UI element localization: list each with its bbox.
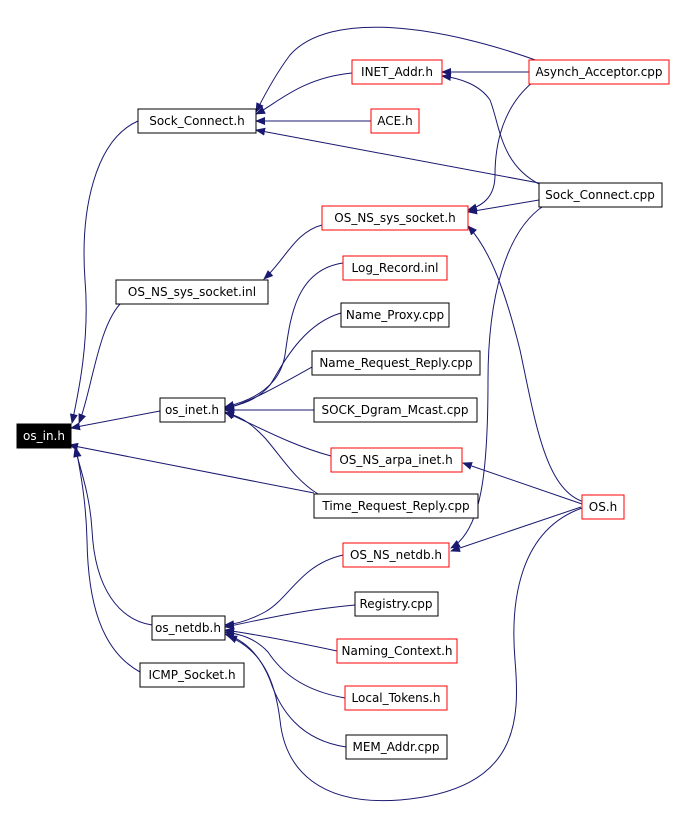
node-sock-connect-h-label: Sock_Connect.h	[149, 114, 245, 128]
edge-os-ns-sys-socket-inl-to-os-in	[78, 301, 123, 424]
node-name-request-reply-label: Name_Request_Reply.cpp	[319, 356, 472, 370]
node-asynch-acceptor-label: Asynch_Acceptor.cpp	[535, 65, 662, 79]
edge-os-ns-sys-socket-h-to-inl	[263, 224, 323, 280]
edge-sock-connect-cpp-to-inet-addr	[441, 73, 542, 186]
node-sock-dgram-mcast-label: SOCK_Dgram_Mcast.cpp	[321, 403, 468, 417]
node-time-request-reply-label: Time_Request_Reply.cpp	[321, 499, 469, 513]
node-os-h[interactable]: OS.h	[581, 494, 625, 520]
node-asynch-acceptor[interactable]: Asynch_Acceptor.cpp	[528, 59, 670, 85]
node-time-request-reply[interactable]: Time_Request_Reply.cpp	[313, 493, 479, 519]
edge-sock-connect-cpp-to-sock-connect-h	[255, 127, 540, 184]
node-sock-dgram-mcast[interactable]: SOCK_Dgram_Mcast.cpp	[313, 397, 478, 423]
node-os-ns-sys-socket-inl[interactable]: OS_NS_sys_socket.inl	[115, 279, 269, 305]
nodes: os_in.h Sock_Connect.h INET_Addr.h ACE.h…	[16, 59, 670, 760]
node-os-ns-sys-socket-h[interactable]: OS_NS_sys_socket.h	[321, 205, 469, 231]
node-log-record-label: Log_Record.inl	[352, 261, 439, 275]
edge-registry-to-os-netdb	[224, 604, 356, 630]
node-name-request-reply[interactable]: Name_Request_Reply.cpp	[311, 350, 481, 376]
edge-icmp-socket-to-os-in	[73, 447, 141, 673]
edge-mem-addr-to-os-netdb	[224, 632, 347, 748]
node-os-ns-sys-socket-inl-label: OS_NS_sys_socket.inl	[128, 285, 256, 299]
node-icmp-socket[interactable]: ICMP_Socket.h	[139, 662, 245, 688]
node-os-in-label: os_in.h	[23, 429, 65, 443]
node-sock-connect-cpp[interactable]: Sock_Connect.cpp	[538, 182, 663, 208]
node-sock-connect-h[interactable]: Sock_Connect.h	[137, 108, 257, 134]
edge-local-tokens-to-os-netdb	[224, 629, 346, 699]
edge-os-inet-to-os-in	[70, 410, 161, 431]
node-inet-addr-label: INET_Addr.h	[361, 65, 433, 79]
edge-asynch-acceptor-to-sock-connect-h	[255, 26, 542, 113]
edge-os-ns-netdb-to-os-netdb	[224, 554, 344, 629]
node-os-ns-arpa-inet-label: OS_NS_arpa_inet.h	[339, 453, 452, 467]
edge-os-h-to-os-ns-arpa-inet	[462, 462, 583, 505]
edge-log-record-to-os-inet	[224, 262, 344, 409]
node-local-tokens[interactable]: Local_Tokens.h	[344, 685, 448, 711]
node-mem-addr[interactable]: MEM_Addr.cpp	[345, 734, 448, 760]
node-os-h-label: OS.h	[589, 500, 617, 514]
node-mem-addr-label: MEM_Addr.cpp	[353, 740, 440, 754]
node-os-netdb[interactable]: os_netdb.h	[151, 615, 226, 641]
node-sock-connect-cpp-label: Sock_Connect.cpp	[545, 188, 655, 202]
edge-name-request-reply-to-os-inet	[224, 366, 313, 411]
node-os-ns-netdb[interactable]: OS_NS_netdb.h	[342, 542, 450, 568]
node-os-in[interactable]: os_in.h	[16, 423, 72, 449]
edges	[68, 26, 585, 802]
node-os-ns-arpa-inet[interactable]: OS_NS_arpa_inet.h	[330, 447, 463, 473]
node-ace[interactable]: ACE.h	[370, 108, 420, 134]
edge-inet-addr-to-sock-connect-h	[255, 72, 353, 115]
edge-os-h-to-os-ns-netdb	[450, 506, 582, 552]
edge-os-ns-arpa-inet-to-os-inet	[224, 411, 332, 457]
node-naming-context-label: Naming_Context.h	[341, 644, 452, 658]
node-inet-addr[interactable]: INET_Addr.h	[351, 59, 443, 85]
edge-sock-connect-h-to-os-in	[69, 120, 139, 424]
node-naming-context[interactable]: Naming_Context.h	[336, 638, 458, 664]
node-os-inet[interactable]: os_inet.h	[159, 397, 226, 423]
edge-os-netdb-to-os-in	[73, 447, 153, 626]
edge-os-h-to-os-netdb	[227, 507, 583, 802]
node-os-netdb-label: os_netdb.h	[155, 621, 221, 635]
node-name-proxy-label: Name_Proxy.cpp	[346, 308, 444, 322]
node-local-tokens-label: Local_Tokens.h	[352, 691, 441, 705]
edge-asynch-acceptor-to-os-ns-sys-socket-h	[467, 81, 534, 212]
edge-naming-context-to-os-netdb	[224, 627, 338, 652]
node-registry-label: Registry.cpp	[359, 597, 432, 611]
node-os-ns-sys-socket-h-label: OS_NS_sys_socket.h	[334, 211, 455, 225]
edge-time-request-reply-to-os-inet	[224, 410, 319, 495]
edge-time-request-reply-to-os-in	[68, 442, 315, 494]
node-registry[interactable]: Registry.cpp	[354, 591, 439, 617]
node-icmp-socket-label: ICMP_Socket.h	[148, 668, 235, 682]
node-ace-label: ACE.h	[377, 114, 412, 128]
node-os-ns-netdb-label: OS_NS_netdb.h	[350, 548, 442, 562]
edge-sock-connect-cpp-to-os-ns-sys-socket-h	[467, 199, 540, 215]
edge-os-h-to-os-ns-sys-socket-h	[467, 225, 585, 503]
node-os-inet-label: os_inet.h	[165, 403, 219, 417]
node-log-record[interactable]: Log_Record.inl	[342, 255, 448, 281]
node-name-proxy[interactable]: Name_Proxy.cpp	[340, 302, 450, 328]
